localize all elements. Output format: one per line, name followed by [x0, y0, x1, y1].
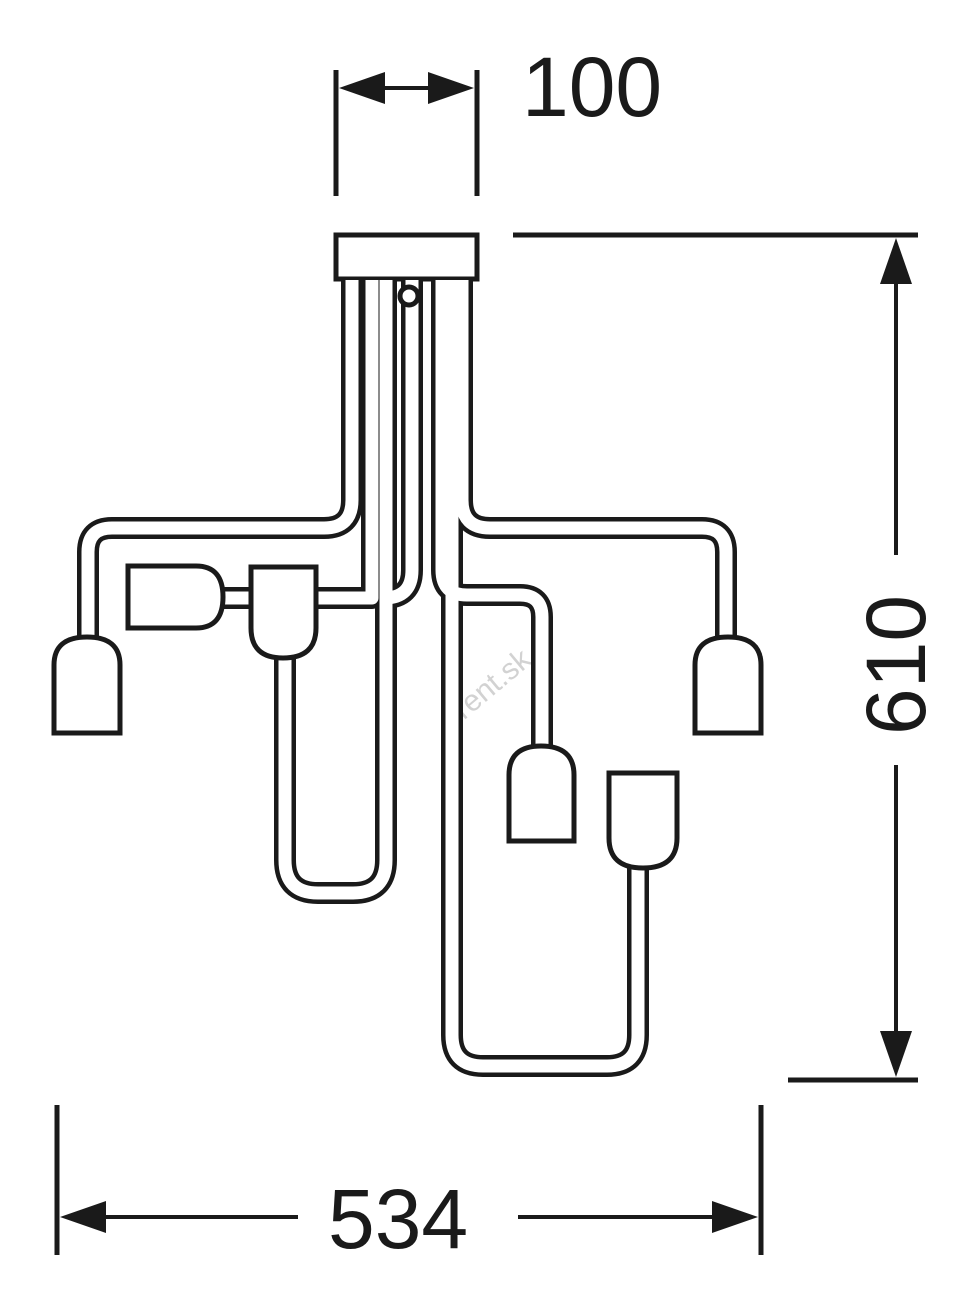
lamp-socket-horizontal — [125, 563, 226, 631]
lamp-socket-right — [692, 634, 764, 736]
height-dimension: 610 — [513, 232, 943, 1083]
width-dimension: 534 — [54, 1105, 764, 1266]
lamp-socket-center-right — [506, 743, 577, 844]
arrow-up-icon — [880, 238, 912, 284]
cable-clip — [397, 284, 421, 308]
arrow-left-icon — [60, 1201, 106, 1233]
ceiling-canopy — [333, 232, 480, 282]
height-label: 610 — [849, 595, 943, 735]
arrow-right-icon — [428, 72, 474, 104]
lamp-socket-hanging — [606, 770, 680, 871]
arrow-left-icon — [339, 72, 385, 104]
lamp-socket-center-left — [248, 564, 319, 661]
arrow-down-icon — [880, 1031, 912, 1077]
ceiling-lamp — [51, 232, 764, 1077]
lamp-socket-left — [51, 634, 123, 736]
canopy-width-label: 100 — [522, 40, 662, 134]
arrow-right-icon — [712, 1201, 758, 1233]
width-label: 534 — [328, 1172, 468, 1266]
canopy-width-dimension: 100 — [333, 40, 662, 196]
